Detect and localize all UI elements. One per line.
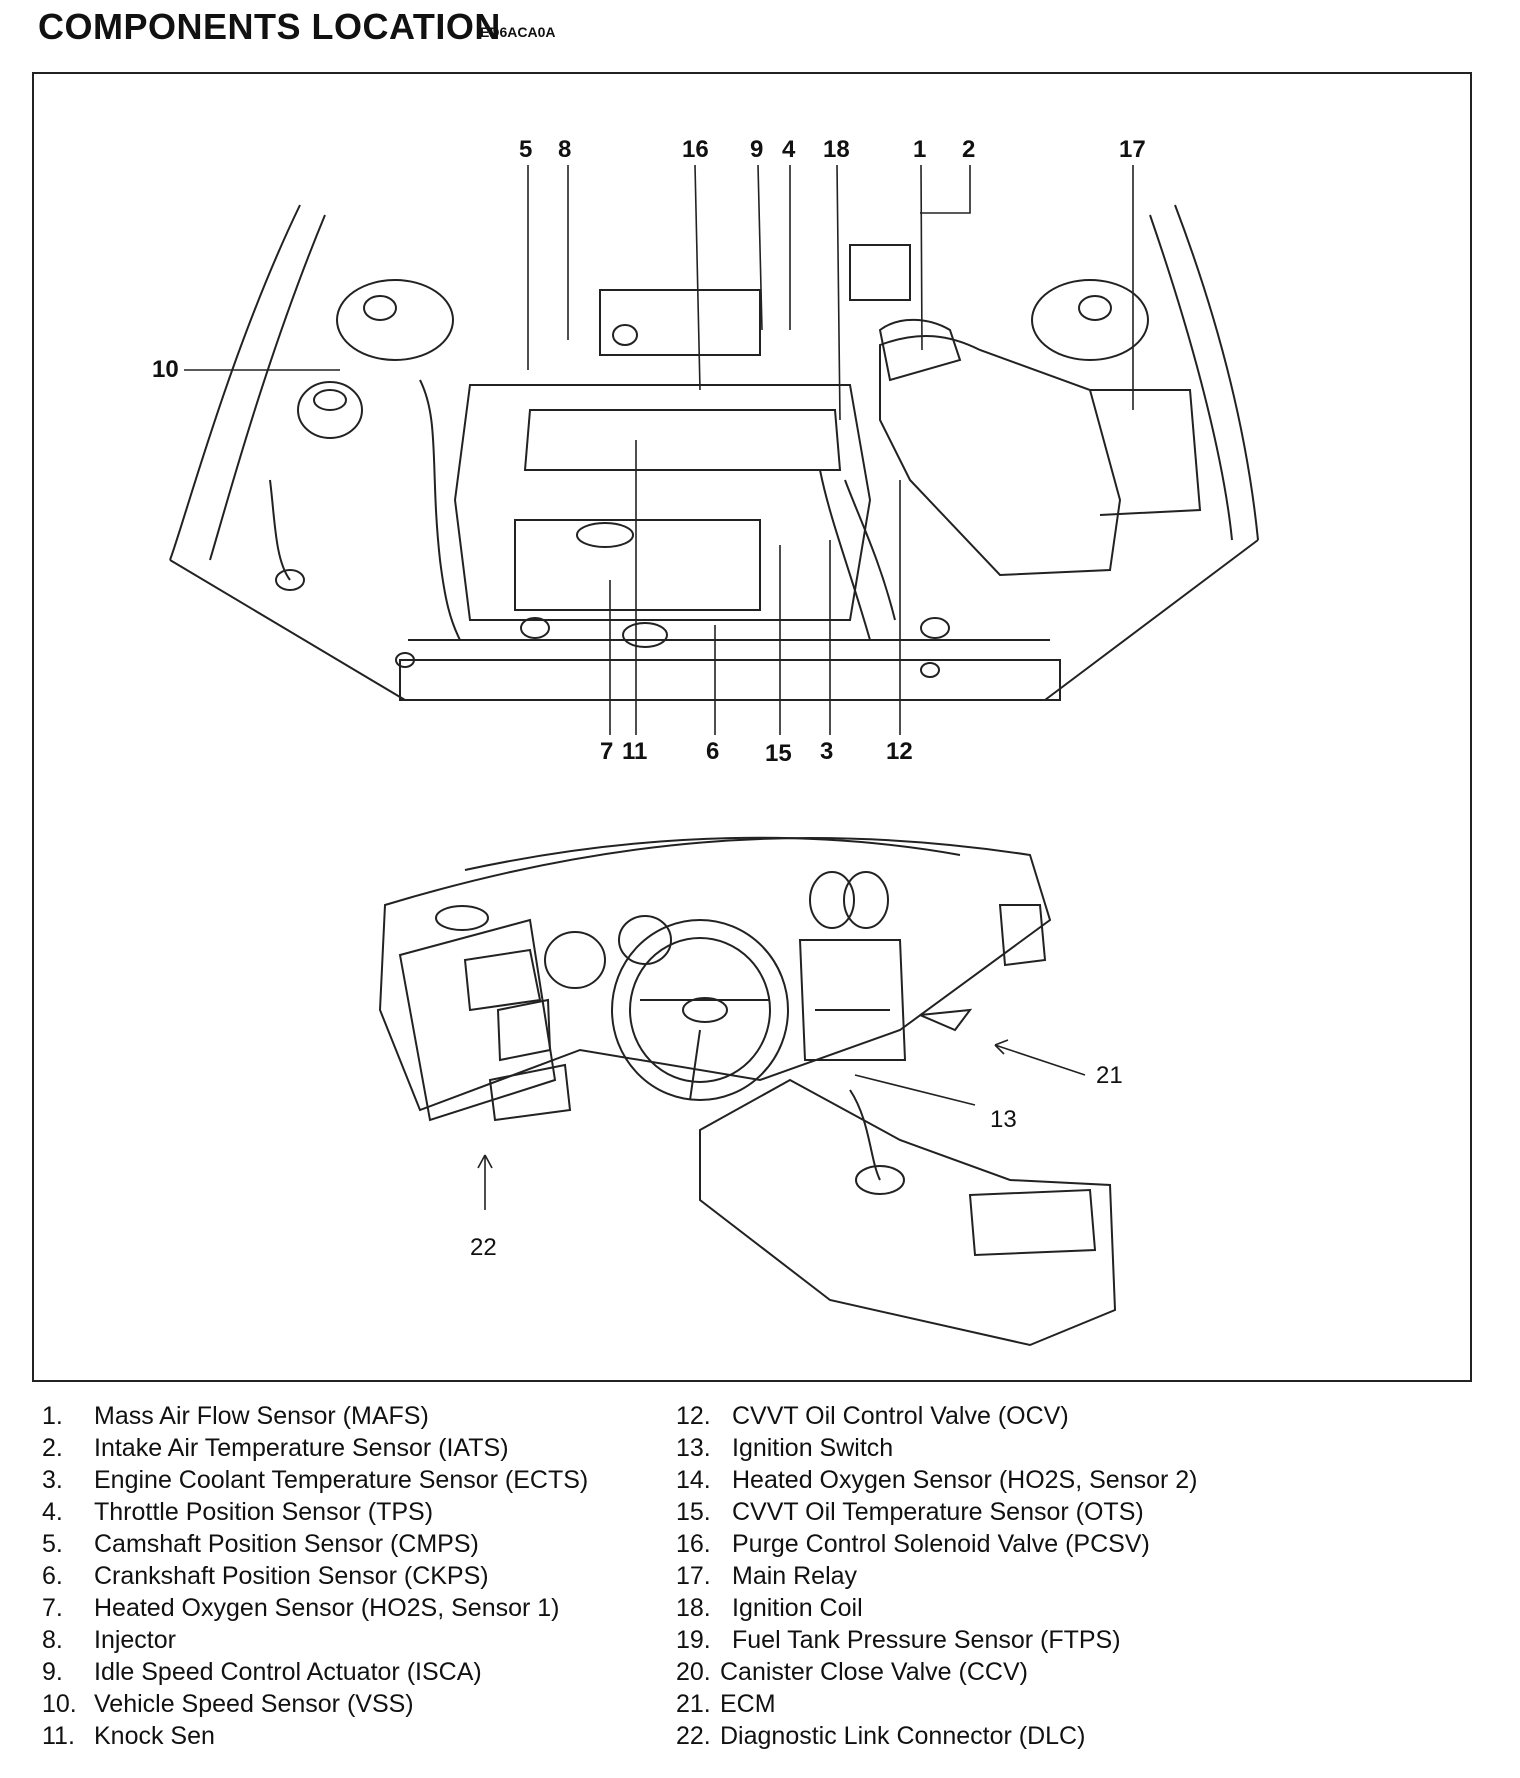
component-diagram (169, 164, 1259, 1347)
legend-item: 9.Idle Speed Control Actuator (ISCA) (42, 1658, 482, 1686)
callout-21: 21 (1096, 1062, 1123, 1089)
legend-item: 17.Main Relay (676, 1562, 858, 1590)
callout-5: 5 (519, 136, 533, 163)
legend-item: 6.Crankshaft Position Sensor (CKPS) (42, 1562, 489, 1590)
callout-4: 4 (782, 136, 796, 163)
legend-item: 3.Engine Coolant Temperature Sensor (ECT… (42, 1466, 589, 1494)
callout-13: 13 (990, 1106, 1017, 1133)
callout-6: 6 (706, 738, 720, 765)
legend-item: 21.ECM (676, 1690, 776, 1718)
callout-18: 18 (823, 136, 850, 163)
interior-leader-lines (477, 1039, 1086, 1210)
legend-item: 12.CVVT Oil Control Valve (OCV) (676, 1402, 1069, 1430)
callout-2: 2 (962, 136, 976, 163)
legend-item: 2.Intake Air Temperature Sensor (IATS) (42, 1434, 509, 1462)
legend-item: 11.Knock Sen (42, 1722, 215, 1750)
callout-12: 12 (886, 738, 913, 765)
callout-15: 15 (765, 740, 792, 767)
legend-left-column: 1.Mass Air Flow Sensor (MAFS) 2.Intake A… (42, 1400, 662, 1752)
engine-leader-lines (184, 164, 1134, 735)
legend-item: 5.Camshaft Position Sensor (CMPS) (42, 1530, 479, 1558)
callout-7: 7 (600, 738, 614, 765)
document-code: ED6ACA0A (480, 24, 556, 40)
legend-item: 16.Purge Control Solenoid Valve (PCSV) (676, 1530, 1150, 1558)
callout-11: 11 (622, 738, 648, 765)
legend-item: 22.Diagnostic Link Connector (DLC) (676, 1722, 1086, 1750)
callout-8: 8 (558, 136, 572, 163)
engine-bay-illustration (169, 204, 1259, 701)
legend-item: 8.Injector (42, 1626, 176, 1654)
callout-22: 22 (470, 1234, 497, 1261)
page-title: COMPONENTS LOCATION (38, 6, 501, 47)
callout-16: 16 (682, 136, 709, 163)
legend-item: 13.Ignition Switch (676, 1434, 894, 1462)
legend-item: 15.CVVT Oil Temperature Sensor (OTS) (676, 1498, 1144, 1526)
legend-item: 19.Fuel Tank Pressure Sensor (FTPS) (676, 1626, 1121, 1654)
callout-17: 17 (1119, 136, 1146, 163)
legend-item: 14.Heated Oxygen Sensor (HO2S, Sensor 2) (676, 1466, 1198, 1494)
callout-9: 9 (750, 136, 764, 163)
legend-right-column: 12.CVVT Oil Control Valve (OCV) 13.Ignit… (676, 1400, 1476, 1752)
legend-item: 10.Vehicle Speed Sensor (VSS) (42, 1690, 414, 1718)
figure-frame (32, 72, 1472, 1382)
legend-item: 4.Throttle Position Sensor (TPS) (42, 1498, 434, 1526)
legend-item: 1.Mass Air Flow Sensor (MAFS) (42, 1402, 429, 1430)
legend-item: 20.Canister Close Valve (CCV) (676, 1658, 1028, 1686)
legend-item: 18.Ignition Coil (676, 1594, 863, 1622)
callout-1: 1 (913, 136, 927, 163)
legend-item: 7.Heated Oxygen Sensor (HO2S, Sensor 1) (42, 1594, 560, 1622)
dashboard-illustration (378, 836, 1117, 1347)
callout-10: 10 (152, 356, 179, 383)
callout-3: 3 (820, 738, 834, 765)
